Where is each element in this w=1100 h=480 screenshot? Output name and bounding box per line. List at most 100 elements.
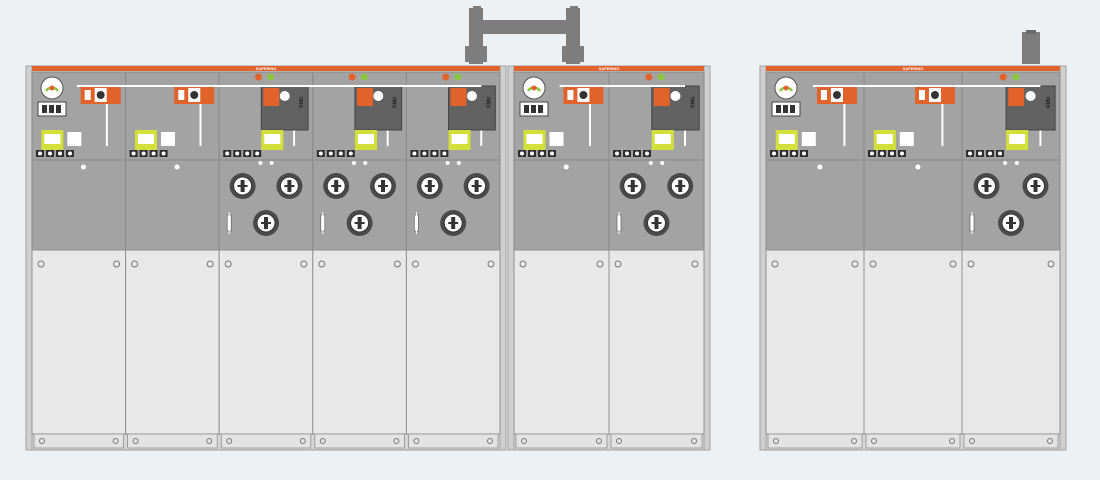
terminal-dot [348, 151, 353, 156]
interlock-window [137, 134, 154, 144]
connection-dot [817, 164, 823, 170]
status-red-light [348, 73, 356, 81]
door-screw [393, 260, 401, 268]
terminal-dot [900, 151, 904, 156]
interlock-window [451, 134, 468, 144]
label-plate-segment [783, 105, 788, 113]
lower-door [961, 249, 1061, 435]
panel-label: RMU [393, 96, 399, 108]
lower-door [513, 249, 610, 435]
terminal-dot [870, 151, 874, 156]
connection-dot [445, 161, 450, 165]
label-plate-segment [790, 105, 795, 113]
terminal-dot [782, 151, 786, 156]
door-screw [300, 260, 308, 268]
plinth-screw [299, 438, 306, 444]
door-screw [519, 260, 527, 268]
label-plate-segment [531, 105, 536, 113]
plinth-screw [226, 438, 233, 444]
door-screw [691, 260, 699, 268]
plinth-screw [112, 438, 119, 444]
terminal-dot [422, 151, 427, 156]
plinth-screw [132, 438, 139, 444]
status-green-light [657, 73, 665, 81]
terminal-dot [38, 151, 42, 156]
operating-knob [997, 209, 1025, 237]
terminal-dot [442, 151, 447, 156]
terminal-dot [161, 151, 166, 156]
plinth [33, 433, 124, 449]
connection-dot [915, 164, 921, 170]
plinth-screw [39, 438, 45, 444]
terminal-dot [412, 151, 417, 156]
door-screw [131, 260, 139, 268]
busbar-bridge [465, 6, 584, 64]
lower-door [863, 249, 963, 435]
cable-indicator [801, 132, 816, 146]
status-red-light [645, 73, 653, 81]
interlock-window [264, 134, 281, 144]
cable-indicator [549, 132, 564, 146]
switch-indicator [178, 90, 185, 100]
fuse-symbol [226, 211, 232, 235]
status-green-light [360, 73, 368, 81]
module-c-1 [765, 71, 865, 449]
terminal-dot [998, 151, 1002, 156]
door-screw [949, 260, 957, 268]
gauge-needle-hub [783, 85, 789, 91]
door-screw [869, 260, 877, 268]
plinth [220, 433, 312, 449]
switch-indicator [84, 90, 91, 100]
lower-door [218, 249, 314, 435]
side-rail-left [507, 65, 515, 451]
terminal-dot [792, 151, 796, 156]
terminal-dot [645, 151, 649, 156]
operating-knob [1022, 172, 1049, 200]
module-f-4: RMU [312, 71, 407, 449]
connection-dot [258, 161, 263, 165]
breaker-indicator [670, 91, 681, 101]
interlock-window [357, 134, 374, 144]
label-plate-segment [42, 105, 47, 113]
operating-knob [666, 172, 694, 200]
terminal-dot [151, 151, 156, 156]
interlock-window [778, 134, 795, 144]
switchboard-3: SAFERING RMU [759, 65, 1067, 451]
door-screw [37, 260, 45, 268]
terminal-dot [540, 151, 544, 156]
brand-label: SAFERING [903, 66, 924, 71]
lower-door [608, 249, 705, 435]
breaker-indicator [466, 91, 477, 101]
terminal-dot [802, 151, 806, 156]
operating-knob [439, 209, 467, 237]
terminal-dot [68, 151, 72, 156]
gauge-needle-hub [531, 85, 537, 91]
connection-dot [1003, 161, 1008, 165]
door-screw [771, 260, 779, 268]
plinth-screw [413, 438, 420, 444]
terminal-dot [615, 151, 619, 156]
brand-strip [514, 66, 704, 71]
module-c-2 [863, 71, 963, 449]
label-plate-segment [524, 105, 529, 113]
module-f-3: RMU [218, 71, 314, 449]
panel-label: RMU [1046, 96, 1052, 108]
panel-label: RMU [486, 96, 492, 108]
label-plate-segment [538, 105, 543, 113]
terminal-dot [245, 151, 250, 156]
cable-indicator [899, 132, 914, 146]
plinth [767, 433, 863, 449]
connection-dot [363, 161, 368, 165]
terminal-dot [141, 151, 146, 156]
operating-knob [275, 172, 303, 200]
switch-knob [579, 91, 588, 99]
plinth-screw [319, 438, 326, 444]
terminal-dot [58, 151, 62, 156]
terminal-dot [235, 151, 240, 156]
plinth-screw [393, 438, 400, 444]
operating-knob [416, 172, 444, 200]
terminal-dot [131, 151, 136, 156]
switch-knob [930, 91, 939, 99]
fuse-symbol [320, 211, 326, 235]
